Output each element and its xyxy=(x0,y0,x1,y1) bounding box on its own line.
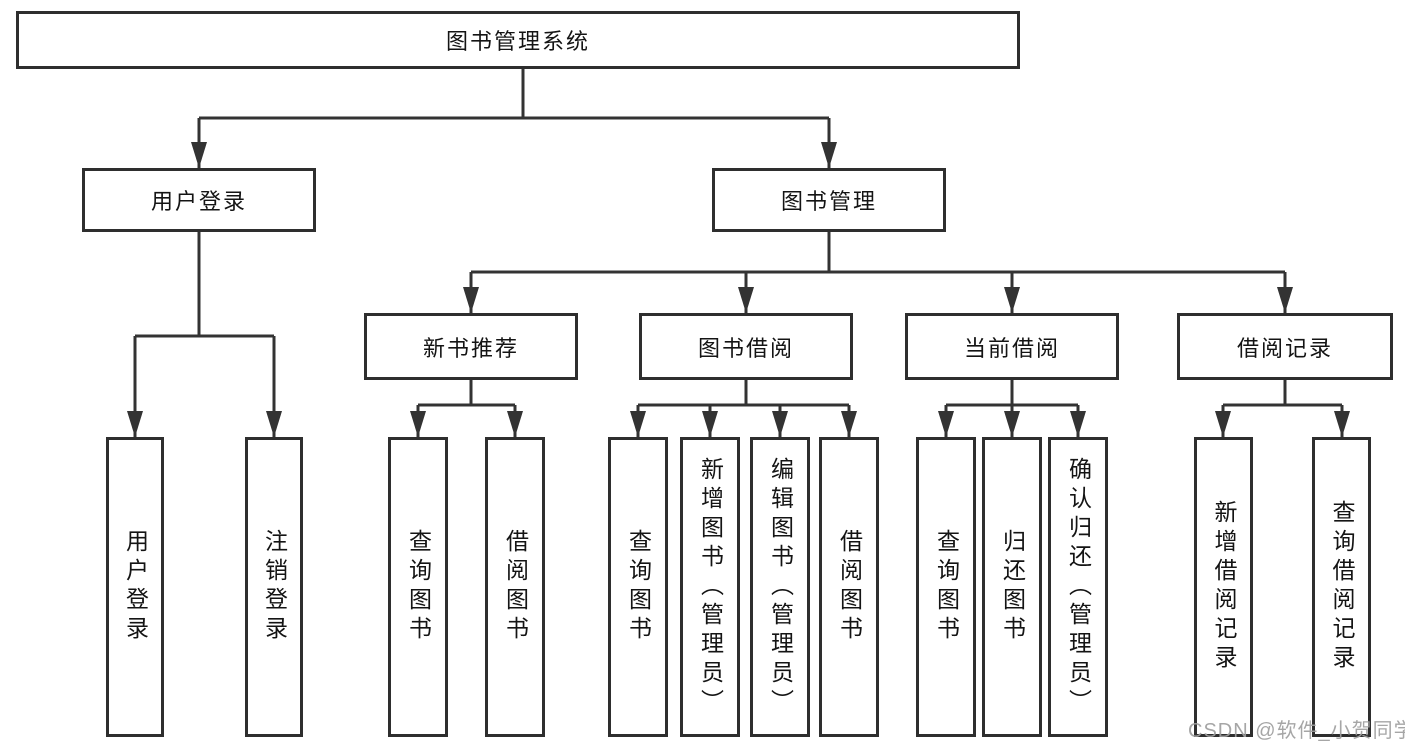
node-label: 借阅记录 xyxy=(1236,335,1333,361)
csdn-watermark: CSDN @软件_小贺同学 xyxy=(1188,720,1405,742)
leaf-return-books: 归还图书 xyxy=(982,437,1042,737)
leaf-confirm-return-admin: 确认归还（管理员） xyxy=(1048,437,1108,737)
node-label: 查询图书 xyxy=(405,529,432,645)
leaf-add-books-admin: 新增图书（管理员） xyxy=(680,437,740,737)
node-label: 新增借阅记录 xyxy=(1211,500,1237,674)
leaf-edit-books-admin: 编辑图书（管理员） xyxy=(750,437,810,737)
leaf-query-books-1: 查询图书 xyxy=(388,437,448,737)
node-label: 查询图书 xyxy=(933,529,960,645)
leaf-add-borrow-record: 新增借阅记录 xyxy=(1194,437,1253,737)
node-book-borrowing: 图书借阅 xyxy=(639,313,853,380)
node-label: 注销登录 xyxy=(261,529,288,645)
node-label: 借阅图书 xyxy=(502,529,529,645)
node-user-login-branch: 用户登录 xyxy=(82,168,316,232)
node-label: 查询借阅记录 xyxy=(1329,500,1355,674)
leaf-query-books-3: 查询图书 xyxy=(916,437,976,737)
node-borrowing-records: 借阅记录 xyxy=(1177,313,1393,380)
node-label: 确认归还（管理员） xyxy=(1065,456,1092,718)
leaf-borrow-books-2: 借阅图书 xyxy=(819,437,879,737)
node-label: 归还图书 xyxy=(999,529,1026,645)
node-label: 新书推荐 xyxy=(422,335,519,361)
node-label: 编辑图书（管理员） xyxy=(767,456,794,718)
leaf-query-books-2: 查询图书 xyxy=(608,437,668,737)
node-label: 用户登录 xyxy=(150,189,247,214)
leaf-borrow-books-1: 借阅图书 xyxy=(485,437,545,737)
node-label: 用户登录 xyxy=(122,529,149,645)
leaf-logout: 注销登录 xyxy=(245,437,303,737)
node-label: 图书管理 xyxy=(780,189,877,214)
node-label: 借阅图书 xyxy=(836,529,863,645)
node-label: 查询图书 xyxy=(625,529,652,645)
leaf-user-login: 用户登录 xyxy=(106,437,164,737)
arrowheads xyxy=(127,142,1350,437)
node-label: 图书管理系统 xyxy=(445,29,590,54)
leaf-query-borrow-record: 查询借阅记录 xyxy=(1312,437,1371,737)
node-library-management-system: 图书管理系统 xyxy=(16,11,1020,69)
node-new-book-recommendation: 新书推荐 xyxy=(364,313,578,380)
node-label: 图书借阅 xyxy=(697,335,794,361)
node-label: 新增图书（管理员） xyxy=(697,456,724,718)
node-current-borrowing: 当前借阅 xyxy=(905,313,1119,380)
node-label: 当前借阅 xyxy=(963,335,1060,361)
node-book-management-branch: 图书管理 xyxy=(712,168,946,232)
